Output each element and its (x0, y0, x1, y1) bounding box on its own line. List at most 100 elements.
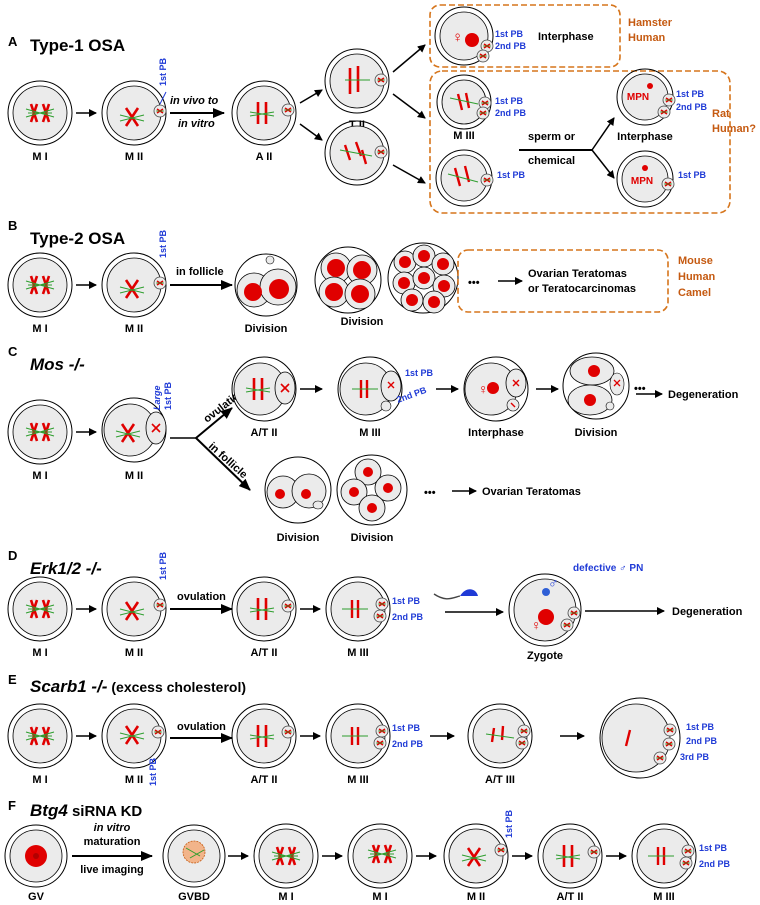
embryo-b-2cell (234, 253, 298, 317)
panel-letter-b: B (8, 218, 17, 233)
oocyte-e-mi (7, 703, 73, 769)
label-e-atii: A/T II (251, 774, 278, 786)
label-f-maturation: maturation (84, 836, 141, 848)
oocyte-c-mii (101, 397, 167, 463)
label-c-degeneration: Degeneration (668, 389, 739, 401)
oocyte-f-mi-1 (253, 823, 319, 889)
label-b-mouse: Mouse (678, 255, 713, 267)
label-a-aii: A II (256, 151, 273, 163)
oocyte-c-interphase (463, 356, 529, 422)
label-c-1stpb: 1st PB (163, 381, 173, 410)
label-c-division-top: Division (575, 427, 618, 439)
label-b-mi: M I (32, 323, 47, 335)
label-b-division-2: Division (341, 316, 384, 328)
label-a-rat: Rat (712, 108, 730, 120)
label-d-miii: M III (347, 647, 368, 659)
panel-f-title-gene: Btg4 (30, 801, 68, 820)
label-f-invitro: in vitro (94, 822, 131, 834)
label-f-1stpb: 1st PB (504, 809, 514, 838)
label-a-box2-1stpb-b: 1st PB (497, 170, 526, 180)
label-a-mi: M I (32, 151, 47, 163)
oocyte-a-mi (7, 80, 73, 146)
label-e-final-1stpb: 1st PB (686, 722, 715, 732)
label-b-division-1: Division (245, 323, 288, 335)
panel-f-title: Btg4 siRNA KD (30, 801, 142, 820)
label-e-atiii: A/T III (485, 774, 515, 786)
panel-letter-d: D (8, 548, 17, 563)
label-b-ovarian: Ovarian Teratomas (528, 268, 627, 280)
label-f-gv: GV (28, 891, 45, 903)
oocyte-f-mii (443, 823, 509, 889)
label-f-miii-2ndpb: 2nd PB (699, 859, 731, 869)
panel-a: A Type-1 OSA M I M II 1st PB in vivo to … (7, 4, 756, 214)
label-f-liveimaging: live imaging (80, 864, 144, 876)
panel-e-title: Scarb1 -/- (excess cholesterol) (30, 677, 246, 696)
label-e-miii-2ndpb: 2nd PB (392, 739, 424, 749)
label-c-miii: M III (359, 427, 380, 439)
label-e-final-3rdpb: 3rd PB (680, 752, 710, 762)
label-d-miii-1stpb: 1st PB (392, 596, 421, 606)
label-a-humanq: Human? (712, 123, 756, 135)
label-a-mii: M II (125, 151, 143, 163)
embryo-b-8cell (387, 242, 459, 314)
oocyte-a-mpn-bottom (616, 150, 675, 208)
label-d-zygote: Zygote (527, 650, 563, 662)
female-symbol-a: ♀ (452, 29, 463, 46)
oocyte-a-aii (231, 80, 297, 146)
label-d-1stpb: 1st PB (158, 551, 168, 580)
oocyte-a-tii-scatter (324, 120, 390, 186)
label-e-mii: M II (125, 774, 143, 786)
label-d-defective: defective ♂ PN (573, 563, 643, 574)
label-a-box2-1stpb: 1st PB (495, 96, 524, 106)
label-c-mii: M II (125, 470, 143, 482)
male-symbol-d: ♂ (548, 575, 559, 591)
oocyte-a-box2-second (435, 149, 494, 207)
panel-e-title-rest: (excess cholesterol) (107, 679, 246, 695)
oocyte-a-miii (436, 74, 492, 130)
oocyte-a-mii (101, 80, 167, 146)
label-a-sperm: sperm or (528, 131, 576, 143)
label-a-mpn-1stpb: 1st PB (676, 89, 705, 99)
oocyte-e-miii (325, 703, 391, 769)
label-a-interphase-top: Interphase (538, 31, 594, 43)
oocyte-a-interphase-top: ♀ (434, 6, 494, 66)
oocyte-d-mii (101, 576, 167, 642)
label-a-invivo: in vivo to (170, 95, 219, 107)
female-symbol-c: ♀ (478, 381, 489, 397)
embryo-c-division-bottom-1 (264, 456, 332, 524)
oocyte-e-mii (101, 703, 167, 769)
panel-f-title-rest: siRNA KD (68, 803, 143, 820)
oocyte-f-mi-2 (347, 823, 413, 889)
label-a-mpn-bottom: MPN (631, 176, 653, 187)
label-b-1stpb: 1st PB (158, 229, 168, 258)
label-e-miii-1stpb: 1st PB (392, 723, 421, 733)
oocyte-f-gv (4, 824, 68, 888)
oocyte-e-final (599, 697, 681, 779)
panel-letter-f: F (8, 798, 16, 813)
dots-b: ••• (468, 277, 480, 289)
label-b-mii: M II (125, 323, 143, 335)
panel-e-title-gene: Scarb1 -/- (30, 677, 108, 696)
label-e-1stpb: 1st PB (148, 757, 158, 786)
embryo-c-division-top (562, 352, 630, 420)
panel-b: B Type-2 OSA M I M II 1st PB in follicle… (7, 218, 716, 335)
label-c-ovarian: Ovarian Teratomas (482, 486, 581, 498)
panel-c: C Mos -/- M I M II Large 1st PB ovulatio… (7, 344, 739, 544)
label-f-atii: A/T II (557, 891, 584, 903)
label-f-mi-1: M I (278, 891, 293, 903)
label-e-miii: M III (347, 774, 368, 786)
panel-e: E Scarb1 -/- (excess cholesterol) M I M … (7, 672, 718, 786)
oocyte-d-mi (7, 576, 73, 642)
label-d-ovulation: ovulation (177, 591, 226, 603)
oocyte-c-atii (231, 356, 297, 422)
oocyte-f-miii (631, 823, 697, 889)
oocyte-a-tii (324, 48, 390, 114)
panel-f: F Btg4 siRNA KD GV in vitro maturation l… (4, 798, 731, 903)
label-d-atii: A/T II (251, 647, 278, 659)
label-e-mi: M I (32, 774, 47, 786)
label-f-miii: M III (653, 891, 674, 903)
label-a-mpn-bottom-1stpb: 1st PB (678, 170, 707, 180)
label-f-mii: M II (467, 891, 485, 903)
oocyte-c-miii (337, 356, 403, 422)
